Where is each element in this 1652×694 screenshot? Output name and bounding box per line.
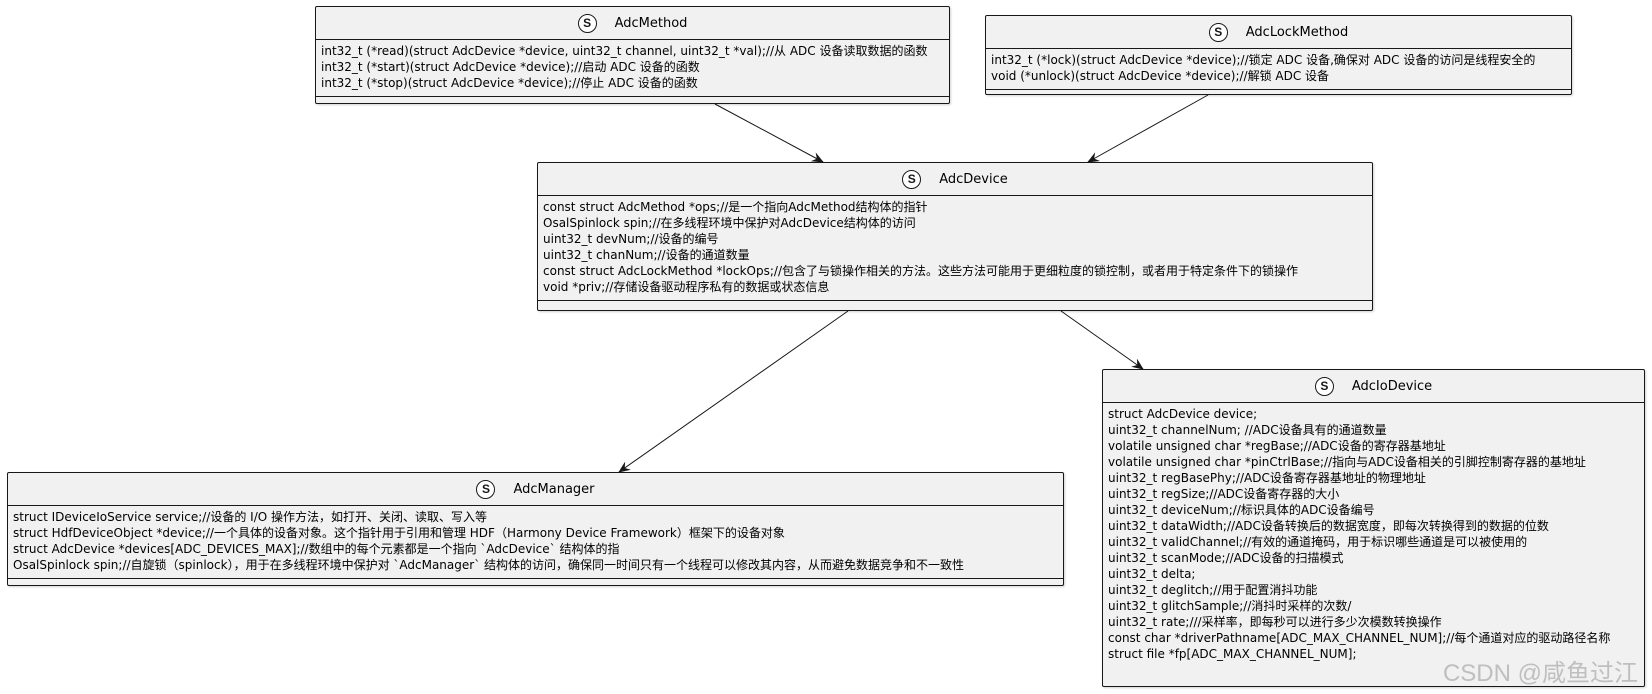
class-methods-section xyxy=(316,97,949,104)
member-field: uint32_t regBasePhy;//ADC设备寄存器基地址的物理地址 xyxy=(1108,471,1426,485)
member-field: uint32_t deglitch;//用于配置消抖功能 xyxy=(1108,583,1318,597)
class-header: S AdcLockMethod xyxy=(986,16,1571,49)
member-field: int32_t (*lock)(struct AdcDevice *device… xyxy=(991,53,1536,67)
class-members: int32_t (*read)(struct AdcDevice *device… xyxy=(316,40,949,97)
member-field: uint32_t validChannel;//有效的通道掩码，用于标识哪些通道… xyxy=(1108,535,1528,549)
class-name: AdcMethod xyxy=(614,15,688,31)
struct-stereotype-icon: S xyxy=(902,169,922,189)
member-field: int32_t (*read)(struct AdcDevice *device… xyxy=(321,44,928,58)
member-field: int32_t (*stop)(struct AdcDevice *device… xyxy=(321,76,698,90)
member-field: struct HdfDeviceObject *device;//一个具体的设备… xyxy=(13,526,785,540)
member-field: const struct AdcLockMethod *lockOps;//包含… xyxy=(543,264,1298,278)
arrow-adcdevice-to-adcmanager xyxy=(618,310,849,473)
member-field: const char *driverPathname[ADC_MAX_CHANN… xyxy=(1108,631,1611,645)
member-field: void (*unlock)(struct AdcDevice *device)… xyxy=(991,69,1330,83)
class-adc-io-device[interactable]: S AdcIoDevice struct AdcDevice device; u… xyxy=(1102,369,1645,687)
member-field: int32_t (*start)(struct AdcDevice *devic… xyxy=(321,60,700,74)
class-members: const struct AdcMethod *ops;//是一个指向AdcMe… xyxy=(538,196,1372,301)
class-name: AdcDevice xyxy=(939,171,1008,187)
member-field: const struct AdcMethod *ops;//是一个指向AdcMe… xyxy=(543,200,928,214)
member-field: uint32_t delta; xyxy=(1108,567,1196,581)
member-field: uint32_t regSize;//ADC设备寄存器的大小 xyxy=(1108,487,1340,501)
member-field: volatile unsigned char *regBase;//ADC设备的… xyxy=(1108,439,1446,453)
class-adc-device[interactable]: S AdcDevice const struct AdcMethod *ops;… xyxy=(537,162,1373,311)
member-field: void *priv;//存储设备驱动程序私有的数据或状态信息 xyxy=(543,280,830,294)
member-field: uint32_t deviceNum;//标识具体的ADC设备编号 xyxy=(1108,503,1375,517)
member-field: uint32_t channelNum; //ADC设备具有的通道数量 xyxy=(1108,423,1387,437)
class-adc-method[interactable]: S AdcMethod int32_t (*read)(struct AdcDe… xyxy=(315,6,950,104)
arrow-adcmethod-to-adcdevice xyxy=(714,103,824,163)
class-header: S AdcManager xyxy=(8,473,1063,506)
struct-stereotype-icon: S xyxy=(577,13,597,33)
class-methods-section xyxy=(986,90,1571,97)
class-adc-lock-method[interactable]: S AdcLockMethod int32_t (*lock)(struct A… xyxy=(985,15,1572,95)
class-methods-section xyxy=(8,579,1063,586)
watermark-text: CSDN @咸鱼过江 xyxy=(1442,660,1638,687)
class-adc-manager[interactable]: S AdcManager struct IDeviceIoService ser… xyxy=(7,472,1064,586)
struct-stereotype-icon: S xyxy=(476,479,496,499)
class-name: AdcIoDevice xyxy=(1351,378,1433,394)
class-header: S AdcMethod xyxy=(316,7,949,40)
member-field: struct file *fp[ADC_MAX_CHANNEL_NUM]; xyxy=(1108,647,1357,661)
class-name: AdcLockMethod xyxy=(1245,24,1349,40)
class-methods-section xyxy=(538,301,1372,308)
member-field: uint32_t dataWidth;//ADC设备转换后的数据宽度，即每次转换… xyxy=(1108,519,1549,533)
member-field: uint32_t scanMode;//ADC设备的扫描模式 xyxy=(1108,551,1344,565)
class-name: AdcManager xyxy=(513,481,595,497)
member-field: uint32_t chanNum;//设备的通道数量 xyxy=(543,248,750,262)
member-field: uint32_t devNum;//设备的编号 xyxy=(543,232,719,246)
member-field: struct AdcDevice device; xyxy=(1108,407,1258,421)
class-header: S AdcDevice xyxy=(538,163,1372,196)
class-members: int32_t (*lock)(struct AdcDevice *device… xyxy=(986,49,1571,90)
class-header: S AdcIoDevice xyxy=(1103,370,1644,403)
member-field: struct IDeviceIoService service;//设备的 I/… xyxy=(13,510,488,524)
arrow-adcdevice-to-adciodevice xyxy=(1060,310,1144,370)
member-field: OsalSpinlock spin;//在多线程环境中保护对AdcDevice结… xyxy=(543,216,916,230)
member-field: uint32_t glitchSample;//消抖时采样的次数/ xyxy=(1108,599,1352,613)
arrow-adclockmethod-to-adcdevice xyxy=(1087,94,1209,163)
member-field: volatile unsigned char *pinCtrlBase;//指向… xyxy=(1108,455,1586,469)
struct-stereotype-icon: S xyxy=(1314,376,1334,396)
member-field: OsalSpinlock spin;//自旋锁（spinlock），用于在多线程… xyxy=(13,558,965,572)
struct-stereotype-icon: S xyxy=(1208,22,1228,42)
class-members: struct AdcDevice device; uint32_t channe… xyxy=(1103,403,1644,667)
member-field: struct AdcDevice *devices[ADC_DEVICES_MA… xyxy=(13,542,620,556)
class-members: struct IDeviceIoService service;//设备的 I/… xyxy=(8,506,1063,579)
member-field: uint32_t rate;///采样率，即每秒可以进行多少次模数转换操作 xyxy=(1108,615,1442,629)
